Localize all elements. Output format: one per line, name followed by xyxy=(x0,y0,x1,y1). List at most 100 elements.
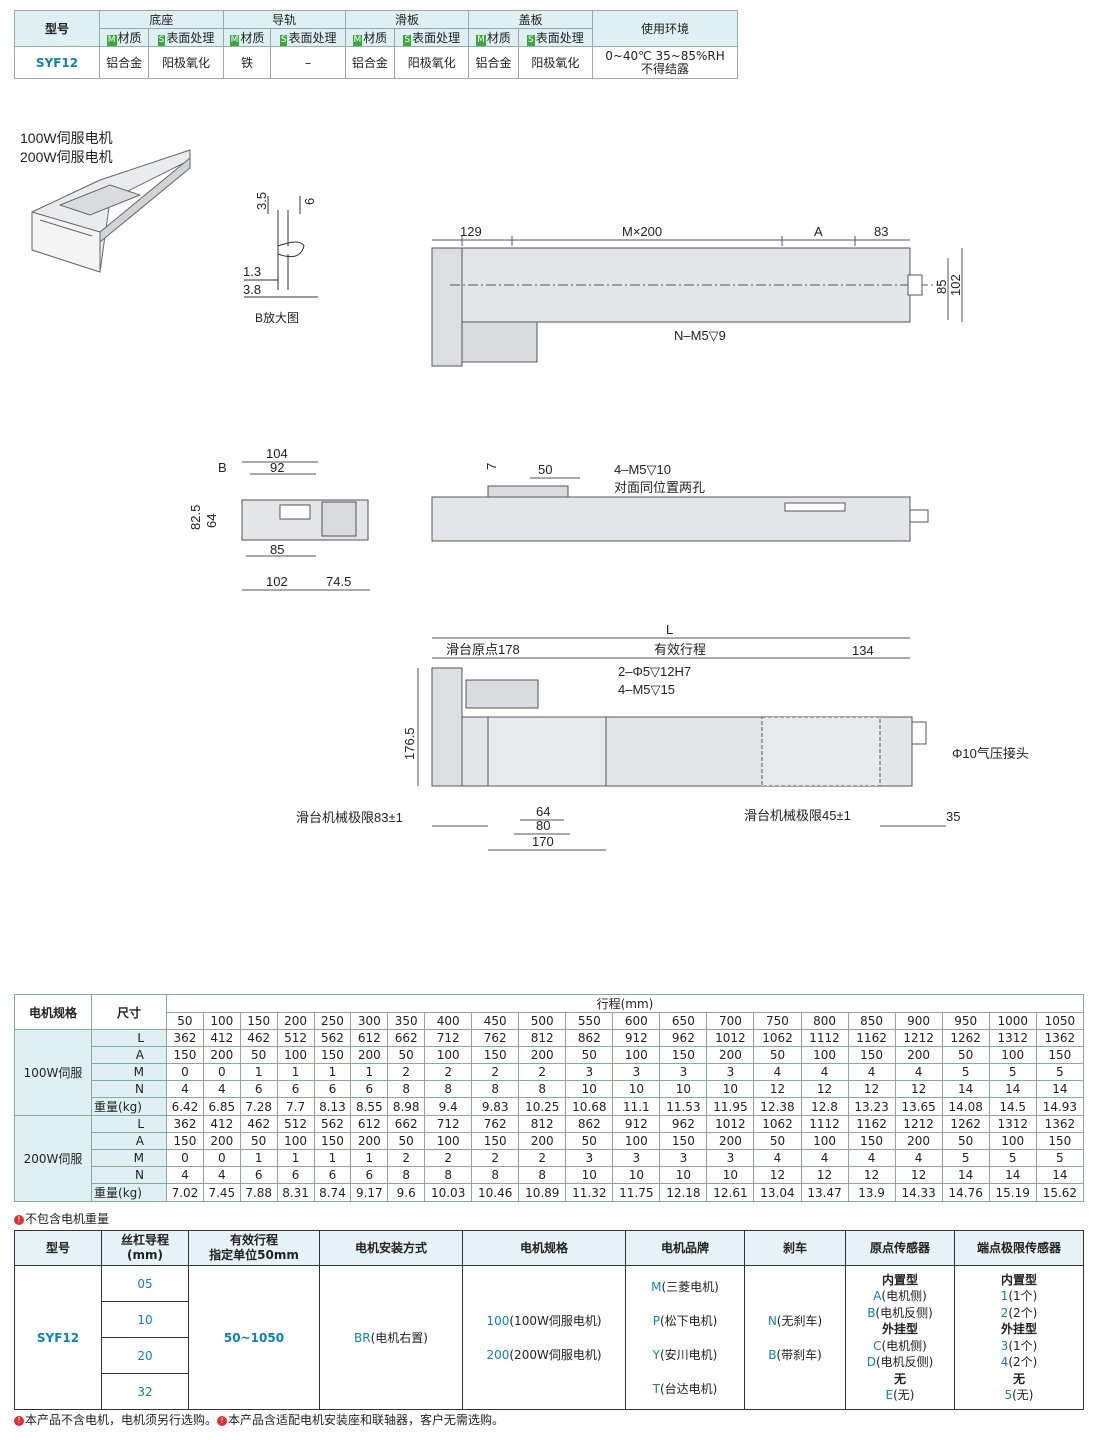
value-cell: 10.03 xyxy=(424,1183,473,1202)
value-cell: 3 xyxy=(706,1063,755,1081)
value-cell: 8.13 xyxy=(313,1097,352,1116)
value-cell: 8 xyxy=(387,1166,426,1184)
brake-options: N(无刹车) B(带刹车) xyxy=(744,1265,846,1410)
label-limit-left: 滑台机械极限83±1 xyxy=(296,810,403,825)
dim-7: 7 xyxy=(484,463,499,470)
value-cell: 12.61 xyxy=(706,1183,755,1202)
order-header-cell: 电机安装方式 xyxy=(319,1230,463,1266)
value-cell: 1312 xyxy=(988,1115,1037,1133)
label-b: B xyxy=(218,460,227,475)
value-cell: 10.25 xyxy=(518,1097,567,1116)
value-cell: 12 xyxy=(847,1166,896,1184)
footnotes: !本产品不含电机，电机须另行选购。!本产品含适配电机安装座和联轴器，客户无需选购… xyxy=(14,1411,504,1428)
value-cell: 14 xyxy=(988,1080,1037,1098)
stroke-header-cell: 850 xyxy=(847,1012,896,1030)
value-cell: 10 xyxy=(612,1166,661,1184)
dim-85-end: 85 xyxy=(270,542,284,557)
order-header-cell: 有效行程 指定单位50mm xyxy=(188,1230,320,1266)
value-cell: 8 xyxy=(424,1166,473,1184)
brand-options: M(三菱电机) P(松下电机) Y(安川电机) T(台达电机) xyxy=(625,1265,745,1410)
cover-material: 铝合金 xyxy=(468,46,519,79)
value-cell: 8.98 xyxy=(387,1097,426,1116)
size-label-cell: M xyxy=(91,1149,167,1167)
stroke-header-cell: 350 xyxy=(387,1012,426,1030)
value-cell: 812 xyxy=(518,1029,567,1047)
value-cell: 6 xyxy=(313,1166,352,1184)
value-cell: 362 xyxy=(166,1029,204,1047)
value-cell: 12 xyxy=(800,1166,849,1184)
origin-sensor-options: 内置型 A(电机侧) B(电机反侧) 外挂型 C(电机侧) D(电机反侧) 无 … xyxy=(845,1265,955,1410)
value-cell: 100 xyxy=(800,1132,849,1150)
value-cell: 4 xyxy=(166,1166,204,1184)
value-cell: 5 xyxy=(1035,1149,1085,1167)
rail-material: 铁 xyxy=(222,46,272,79)
value-cell: 12 xyxy=(894,1080,943,1098)
motor-spec-options: 100(100W伺服电机) 200(200W伺服电机) xyxy=(462,1265,626,1410)
value-cell: 6 xyxy=(350,1166,389,1184)
value-cell: 6.85 xyxy=(202,1097,241,1116)
value-cell: 200 xyxy=(202,1132,241,1150)
brake-option: B(带刹车) xyxy=(768,1347,822,1362)
value-cell: 4 xyxy=(894,1149,943,1167)
dim-102: 102 xyxy=(948,274,963,296)
value-cell: 462 xyxy=(239,1029,278,1047)
stroke-header-cell: 1000 xyxy=(988,1012,1037,1030)
value-cell: 1362 xyxy=(1035,1029,1085,1047)
value-cell: 9.17 xyxy=(350,1183,389,1202)
value-cell: 4 xyxy=(847,1063,896,1081)
base-surface: 阳极氧化 xyxy=(148,46,224,79)
dim-74-5: 74.5 xyxy=(326,574,351,589)
value-cell: 4 xyxy=(894,1063,943,1081)
value-cell: 5 xyxy=(988,1149,1037,1167)
value-cell: 5 xyxy=(941,1063,990,1081)
value-cell: 12 xyxy=(894,1166,943,1184)
value-cell: 6 xyxy=(276,1166,315,1184)
dim-64: 64 xyxy=(204,514,219,528)
dim-m200: M×200 xyxy=(622,224,662,239)
value-cell: 150 xyxy=(659,1132,708,1150)
value-cell: 2 xyxy=(387,1063,426,1081)
value-cell: 6 xyxy=(239,1166,278,1184)
value-cell: 200 xyxy=(706,1132,755,1150)
value-cell: 50 xyxy=(565,1132,614,1150)
header-slide: 滑板 xyxy=(344,10,470,29)
value-cell: 762 xyxy=(471,1115,520,1133)
col-motor: 电机规格 xyxy=(14,994,92,1030)
stroke-header-cell: 500 xyxy=(518,1012,567,1030)
value-cell: 1312 xyxy=(988,1029,1037,1047)
value-cell: 3 xyxy=(612,1149,661,1167)
label-limit-right: 滑台机械极限45±1 xyxy=(744,808,851,823)
dim-176-5: 176.5 xyxy=(402,727,417,760)
value-cell: 10 xyxy=(706,1166,755,1184)
order-header-cell: 端点极限传感器 xyxy=(954,1230,1084,1266)
value-cell: 712 xyxy=(424,1115,473,1133)
value-cell: 150 xyxy=(847,1046,896,1064)
label-m5-10: 4–M5▽10 xyxy=(614,462,671,477)
value-cell: 10.68 xyxy=(565,1097,614,1116)
stroke-header-cell: 700 xyxy=(706,1012,755,1030)
size-label-cell: A xyxy=(91,1046,167,1064)
dim-129: 129 xyxy=(460,224,482,239)
value-cell: 512 xyxy=(276,1115,315,1133)
order-header-cell: 型号 xyxy=(14,1230,102,1266)
dim-a: A xyxy=(814,224,823,239)
dim-35: 35 xyxy=(946,809,960,824)
value-cell: 8.31 xyxy=(276,1183,315,1202)
value-cell: 562 xyxy=(313,1029,352,1047)
header-cover: 盖板 xyxy=(468,10,593,29)
stroke-header-cell: 200 xyxy=(276,1012,315,1030)
value-cell: 3 xyxy=(706,1149,755,1167)
value-cell: 8 xyxy=(424,1080,473,1098)
value-cell: 50 xyxy=(565,1046,614,1064)
value-cell: 13.9 xyxy=(847,1183,896,1202)
header-base: 底座 xyxy=(99,10,224,29)
value-cell: 50 xyxy=(941,1046,990,1064)
dim-83: 83 xyxy=(874,224,888,239)
dim-50: 50 xyxy=(538,462,552,477)
value-cell: 150 xyxy=(1035,1132,1085,1150)
header-model: 型号 xyxy=(14,10,100,47)
value-cell: 4 xyxy=(166,1080,204,1098)
